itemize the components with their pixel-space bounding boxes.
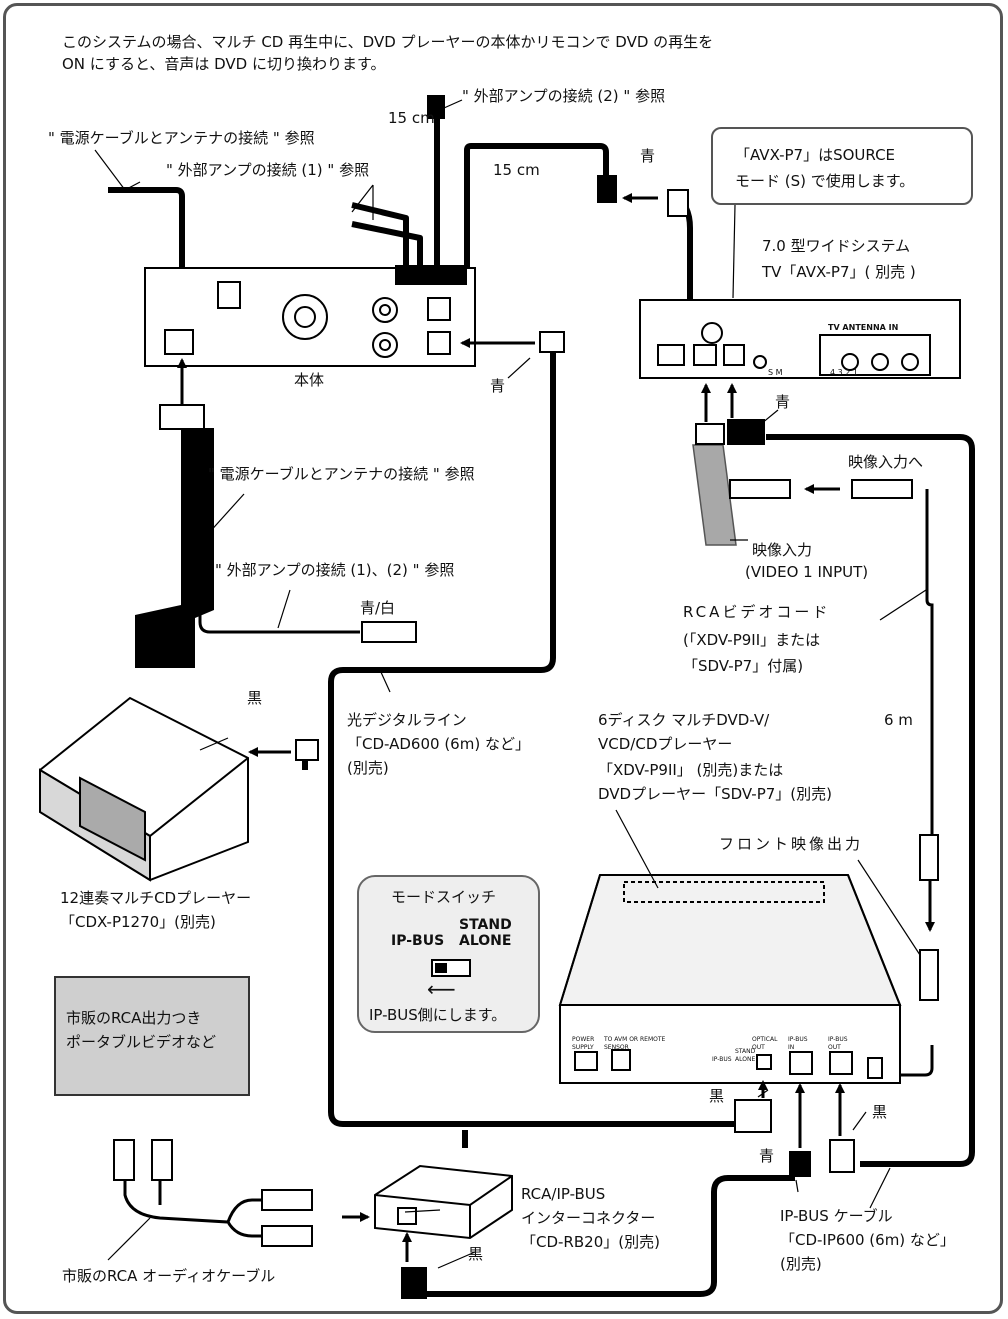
avx-callout-line2: モード (S) で使用します。 — [735, 172, 915, 190]
label-dvd-4: DVDプレーヤー「SDV-P7」(別売) — [598, 785, 832, 803]
label-ipbus-cable-1: IP-BUS ケーブル — [780, 1207, 893, 1225]
mode-switch-slider — [431, 959, 471, 977]
rb20-box — [374, 1164, 513, 1240]
label-rb20-1: RCA/IP-BUS — [521, 1185, 606, 1203]
portable-video-box: 市販のRCA出力つき ポータブルビデオなど — [54, 976, 250, 1096]
cable-dvd-front — [898, 1045, 934, 1077]
mode-switch-alone: ALONE — [459, 933, 512, 949]
mode-switch-stand: STAND — [459, 917, 512, 933]
label-tv-2: TV「AVX-P7」( 別売 ) — [762, 263, 916, 281]
portable-video-line2: ポータブルビデオなど — [66, 1033, 217, 1051]
dvd-optical-out-text: OPTICAL OUT — [752, 1036, 778, 1051]
portable-video-line1: 市販のRCA出力つき — [66, 1009, 202, 1027]
diagram-frame — [3, 3, 1003, 1314]
label-video-in-to: 映像入力へ — [848, 453, 924, 471]
mode-switch-panel: モードスイッチ STAND ALONE IP-BUS ⟵ IP-BUS側にします… — [357, 875, 540, 1033]
cable-ipbus-right — [766, 434, 975, 1167]
label-main-unit: 本体 — [294, 371, 325, 389]
cable-15cm-mid — [464, 143, 609, 270]
label-rca-cord-2: (「XDV-P9II」または — [683, 631, 821, 649]
label-blue-white: 青/白 — [360, 599, 396, 617]
cable-rca-video — [925, 489, 934, 835]
label-15cm-mid: 15 cm — [493, 161, 540, 179]
label-ext-amp-1: " 外部アンプの接続 (1) " 参照 — [166, 161, 370, 179]
label-cdx-2: 「CDX-P1270」(別売) — [60, 913, 216, 931]
label-black-opt: 黒 — [709, 1087, 725, 1105]
label-black-rb20: 黒 — [468, 1245, 484, 1263]
tv-antenna-nums: 4 3 2 1 — [830, 368, 858, 377]
dvd-ipbus-out-text: IP-BUS OUT — [828, 1036, 848, 1051]
label-dvd-2: VCD/CDプレーヤー — [598, 735, 733, 753]
avx-callout-line1: 「AVX-P7」はSOURCE — [735, 146, 896, 164]
label-power-antenna-top: " 電源ケーブルとアンテナの接続 " 参照 — [48, 129, 315, 147]
label-video-in: 映像入力 — [752, 541, 813, 559]
header-line-1: このシステムの場合、マルチ CD 再生中に、DVD プレーヤーの本体かリモコンで… — [62, 33, 714, 51]
label-optical-1: 光デジタルライン — [347, 711, 467, 729]
power-harness — [135, 428, 214, 668]
dvd-to-avm-text: TO AVM OR REMOTE SENSOR — [604, 1036, 666, 1051]
label-rb20-3: 「CD-RB20」(別売) — [521, 1233, 660, 1251]
label-blue-main: 青 — [490, 377, 506, 395]
cable-amp1-a — [351, 202, 409, 270]
label-rb20-2: インターコネクター — [521, 1209, 656, 1227]
label-blue-top: 青 — [640, 147, 656, 165]
label-optical-3: (別売) — [347, 759, 389, 777]
label-rca-audio-cable: 市販のRCA オーディオケーブル — [62, 1267, 276, 1285]
label-rca-cord-3: 「SDV-P7」付属) — [683, 657, 804, 675]
dvd-power-supply-text: POWER SUPPLY — [572, 1036, 595, 1051]
label-cdx-1: 12連奏マルチCDプレーヤー — [60, 889, 252, 907]
label-front-video-out: フロント映像出力 — [719, 835, 864, 853]
label-15cm-top: 15 cm — [388, 109, 435, 127]
label-ipbus-cable-3: (別売) — [780, 1255, 822, 1273]
label-tv-1: 7.0 型ワイドシステム — [762, 237, 911, 255]
cable-optical — [328, 350, 735, 1127]
main-unit — [144, 265, 476, 367]
header-line-2: ON にすると、音声は DVD に切り換わります。 — [62, 55, 386, 73]
label-dvd-1: 6ディスク マルチDVD-V/ — [598, 711, 770, 729]
label-video1-input: (VIDEO 1 INPUT) — [745, 563, 869, 581]
tv-sm-text: S M — [768, 368, 783, 377]
label-power-antenna-mid: " 電源ケーブルとアンテナの接続 " 参照 — [208, 465, 475, 483]
label-dvd-3: 「XDV-P9II」 (別売)または — [598, 761, 784, 779]
label-black-cdx: 黒 — [247, 689, 263, 707]
avx-callout: 「AVX-P7」はSOURCE モード (S) で使用します。 — [711, 127, 973, 205]
tv-unit — [639, 299, 961, 379]
cable-ipbus-bottom — [425, 1175, 795, 1297]
label-black-ipbus-out: 黒 — [872, 1103, 888, 1121]
cdx-changer — [39, 696, 249, 882]
label-blue-tv: 青 — [775, 393, 791, 411]
mode-switch-title: モードスイッチ — [391, 888, 497, 906]
tv-antenna-in-text: TV ANTENNA IN — [828, 323, 899, 332]
mode-arrow-left-icon: ⟵ — [427, 977, 456, 1001]
label-6m: 6 m — [884, 711, 913, 729]
cable-bluewhite — [198, 520, 360, 634]
dvd-player — [558, 874, 902, 1084]
mode-switch-knob — [435, 963, 447, 973]
label-ipbus-cable-2: 「CD-IP600 (6m) など」 — [780, 1231, 955, 1249]
dvd-stand-alone-small-text: STAND ALONE — [735, 1048, 756, 1063]
cable-amp1-b — [351, 221, 423, 270]
label-ext-amp-2: " 外部アンプの接続 (2) " 参照 — [462, 87, 666, 105]
label-ext-amp-12: " 外部アンプの接続 (1)、(2) " 参照 — [215, 561, 455, 579]
dvd-ipbus-small-text: IP-BUS — [712, 1056, 732, 1063]
plugs — [113, 95, 939, 1299]
label-optical-2: 「CD-AD600 (6m) など」 — [347, 735, 530, 753]
label-rca-cord-1: RCAビデオコード — [683, 603, 831, 621]
label-blue-ipbus-in: 青 — [759, 1147, 775, 1165]
dvd-ipbus-in-text: IP-BUS IN — [788, 1036, 808, 1051]
harness-connector — [159, 404, 205, 430]
mode-switch-ipbus: IP-BUS — [391, 933, 445, 949]
cable-audio-y — [123, 1175, 262, 1238]
mode-switch-instruction: IP-BUS側にします。 — [369, 1006, 507, 1024]
